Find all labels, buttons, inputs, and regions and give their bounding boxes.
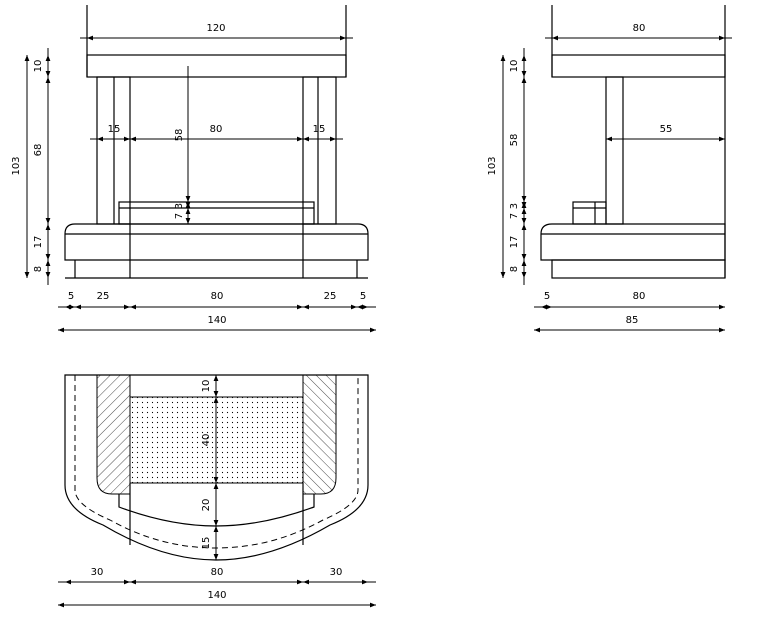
dim-plan-15: 15 (201, 537, 212, 550)
dim-side-85: 85 (626, 315, 639, 326)
dim-side-103: 103 (487, 156, 498, 175)
dim-front-120: 120 (206, 23, 225, 34)
dim-side-17: 17 (509, 236, 520, 249)
dim-side-58: 58 (509, 134, 520, 147)
dim-front-8: 8 (33, 266, 44, 272)
dim-plan-20: 20 (201, 499, 212, 512)
side-view: 80 55 103 10 58 7 3 17 8 5 80 85 (487, 5, 732, 333)
dim-front-68: 68 (33, 144, 44, 157)
dim-front-b3: 25 (324, 291, 337, 302)
dim-front-post-right: 15 (313, 124, 326, 135)
dim-side-8: 8 (509, 266, 520, 272)
dim-front-58: 58 (174, 129, 185, 142)
dim-side-80: 80 (633, 23, 646, 34)
dim-side-10: 10 (509, 60, 520, 73)
base (64, 223, 369, 261)
dim-plan-140: 140 (207, 590, 226, 601)
hearth-box (118, 201, 315, 225)
dim-front-b1: 25 (97, 291, 110, 302)
dim-front-b0: 5 (68, 291, 74, 302)
dim-plan-30-right: 30 (330, 567, 343, 578)
right-jamb (302, 374, 337, 495)
front-view: 120 15 80 15 58 3 7 103 10 68 17 8 5 25 … (11, 5, 376, 333)
dim-front-3: 3 (174, 203, 185, 209)
dim-side-3: 3 (509, 203, 520, 209)
dim-front-b2: 80 (211, 291, 224, 302)
dim-front-b4: 5 (360, 291, 366, 302)
dim-front-7: 7 (174, 213, 185, 219)
dim-plan-80: 80 (211, 567, 224, 578)
dim-side-5: 5 (544, 291, 550, 302)
dim-side-7: 7 (509, 213, 520, 219)
dim-plan-30-left: 30 (91, 567, 104, 578)
dim-side-80b: 80 (633, 291, 646, 302)
dim-plan-10: 10 (201, 380, 212, 393)
dim-front-opening: 80 (210, 124, 223, 135)
dim-front-post-left: 15 (108, 124, 121, 135)
dim-side-55: 55 (660, 124, 673, 135)
dim-front-103: 103 (11, 156, 22, 175)
dim-plan-40: 40 (201, 434, 212, 447)
left-jamb (96, 374, 131, 495)
dim-front-17: 17 (33, 236, 44, 249)
mantel-shelf (86, 54, 347, 78)
plan-view: 10 40 20 15 30 80 30 140 (58, 374, 376, 608)
dim-front-10: 10 (33, 60, 44, 73)
dim-front-140: 140 (207, 315, 226, 326)
